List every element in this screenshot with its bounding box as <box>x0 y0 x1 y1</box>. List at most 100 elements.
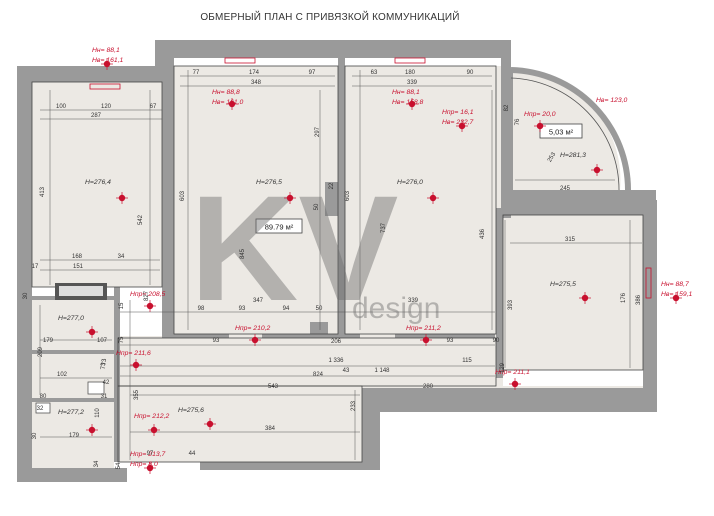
dimension-label: 90 <box>493 338 500 344</box>
dimension-label: 93 <box>213 338 220 344</box>
height-marker-icon <box>86 326 98 338</box>
dimension-label: 115 <box>462 358 472 364</box>
floor-height-label: H=277,2 <box>58 409 84 416</box>
dimension-label: 413 <box>40 186 46 197</box>
dimension-label: 287 <box>91 113 102 119</box>
height-marker-icon <box>420 334 432 346</box>
dimension-label: 129 <box>500 362 506 373</box>
dimension-label: 34 <box>94 460 100 467</box>
dimension-label: 67 <box>150 104 157 110</box>
dimension-label: 50 <box>314 203 320 210</box>
dimension-label: 393 <box>508 299 514 310</box>
socket-height-label: Hпр= 211,2 <box>406 325 441 332</box>
dimension-label: 44 <box>189 451 196 457</box>
logo-subtext: design <box>352 292 440 325</box>
dimension-label: 151 <box>73 264 84 270</box>
dimension-label: 73 <box>102 358 108 365</box>
dimension-label: 339 <box>407 80 418 86</box>
dimension-label: 93 <box>239 306 246 312</box>
dimension-label: 603 <box>180 190 186 201</box>
socket-height-label: Hпр= 8,0 <box>130 461 158 468</box>
dimension-label: 603 <box>345 190 351 201</box>
dimension-label: 54 <box>116 462 122 469</box>
dimension-label: 31 <box>101 394 108 400</box>
area-box-main <box>255 218 303 234</box>
dimension-label: 339 <box>408 298 419 304</box>
floor-height-label: H=281,3 <box>560 152 586 159</box>
height-marker-icon <box>456 120 468 132</box>
socket-height-label: Hв= 161,0 <box>212 99 244 106</box>
dimension-label: 280 <box>423 384 434 390</box>
dimension-label: 355 <box>134 389 140 400</box>
height-marker-icon <box>284 192 296 204</box>
socket-height-label: Hпр= 20,0 <box>524 111 556 118</box>
socket-height-label: Hв= 232,7 <box>442 119 474 126</box>
dimension-label: 386 <box>636 294 642 305</box>
dimension-label: 827 <box>144 290 150 301</box>
height-marker-icon <box>427 192 439 204</box>
dimension-label: 42 <box>103 380 110 386</box>
floor-height-label: H=277,0 <box>58 315 84 322</box>
dimension-label: 348 <box>251 80 262 86</box>
dimension-label: 100 <box>56 104 67 110</box>
area-label-main: 89.79 м² <box>265 223 294 232</box>
floor-height-label: H=276,4 <box>85 179 111 186</box>
dimension-label: 32 <box>37 406 44 412</box>
socket-height-label: Hпр= 211,1 <box>495 369 530 376</box>
height-marker-icon <box>406 98 418 110</box>
balcony-arc <box>510 67 631 191</box>
dimension-label: 384 <box>265 426 276 432</box>
dimension-label: 97 <box>309 70 316 76</box>
socket-height-label: Hв= 158,8 <box>392 99 424 106</box>
dimension-label: 82 <box>504 104 510 111</box>
dimension-label: 315 <box>565 237 576 243</box>
floor-height-label: H=275,5 <box>550 281 576 288</box>
dimension-label: 90 <box>467 70 474 76</box>
plan-title: ОБМЕРНЫЙ ПЛАН С ПРИВЯЗКОЙ КОММУНИКАЦИЙ <box>200 12 460 23</box>
dimension-label: 233 <box>351 400 357 411</box>
dimension-label: 179 <box>43 338 54 344</box>
dimension-label: 1 148 <box>374 368 390 374</box>
dimension-label: 209 <box>38 346 44 357</box>
dimension-label: 845 <box>240 248 246 259</box>
height-marker-icon <box>144 462 156 474</box>
height-marker-icon <box>226 98 238 110</box>
dimension-label: 107 <box>97 338 108 344</box>
balcony-arc-inner <box>510 77 620 191</box>
dimension-label: 168 <box>72 254 83 260</box>
dimension-label: 253 <box>547 151 558 163</box>
dimension-label: 94 <box>283 306 290 312</box>
socket-height-label: Hв= 161,1 <box>92 57 124 64</box>
socket-height-label: Hн= 88,1 <box>392 89 420 96</box>
height-marker-icon <box>130 359 142 371</box>
dimension-label: 77 <box>193 70 200 76</box>
dimension-label: 75 <box>119 336 125 343</box>
dimension-label: 110 <box>95 408 101 418</box>
dimension-label: 174 <box>249 70 260 76</box>
height-marker-icon <box>591 164 603 176</box>
floor-height-label: H=275,6 <box>178 407 204 414</box>
socket-height-label: Hпр= 208,5 <box>130 291 166 298</box>
height-marker-icon <box>148 424 160 436</box>
height-marker-icon <box>101 58 113 70</box>
dimension-label: 120 <box>101 104 112 110</box>
socket-height-label: Hн= 88,8 <box>212 89 240 96</box>
height-marker-icon <box>670 292 682 304</box>
area-label-balcony: 5,03 м² <box>549 128 574 137</box>
socket-height-label: Hн= 88,1 <box>92 47 120 54</box>
dimension-label: 542 <box>138 214 144 225</box>
dimension-label: 245 <box>560 186 571 192</box>
socket-height-label: Hпр= 212,2 <box>134 413 170 420</box>
height-marker-icon <box>86 424 98 436</box>
dimension-label: 22 <box>329 182 335 189</box>
dimension-label: 43 <box>343 368 350 374</box>
dimension-label: 206 <box>331 339 342 345</box>
socket-height-label: Hпр= 210,2 <box>235 325 271 332</box>
dimension-label: 176 <box>621 292 627 303</box>
height-marker-icon <box>509 378 521 390</box>
dimension-label: 76 <box>515 118 521 125</box>
height-marker-icon <box>249 334 261 346</box>
